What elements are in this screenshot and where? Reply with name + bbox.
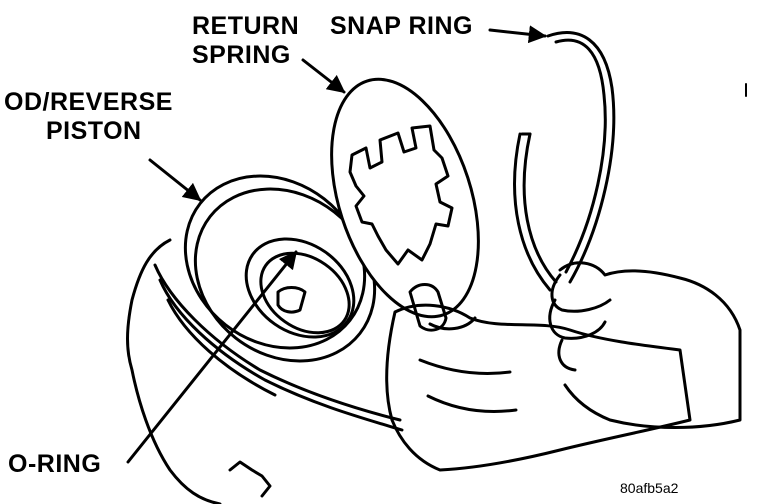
snap-ring-leader bbox=[488, 25, 547, 44]
o-ring-leader bbox=[126, 250, 298, 464]
snap-ring bbox=[513, 31, 616, 292]
snap-ring-label: SNAP RING bbox=[330, 12, 473, 40]
od-reverse-piston-label-line2: PISTON bbox=[46, 117, 142, 145]
hand-right bbox=[548, 261, 742, 429]
return-spring-label-line1: RETURN bbox=[192, 12, 300, 40]
od-reverse-piston-leader bbox=[148, 158, 202, 202]
o-ring-label: O-RING bbox=[8, 450, 102, 478]
return-spring-label: RETURN SPRING bbox=[192, 12, 299, 70]
return-spring-label-line2: SPRING bbox=[192, 41, 291, 69]
od-reverse-piston-label: OD/REVERSE PISTON bbox=[4, 88, 173, 146]
od-reverse-piston-label-line1: OD/REVERSE bbox=[4, 88, 173, 116]
od-reverse-piston bbox=[183, 174, 377, 363]
return-spring bbox=[330, 77, 480, 319]
return-spring-leader bbox=[301, 58, 346, 94]
clutch-retainer bbox=[126, 238, 404, 504]
figure-code: 80afb5a2 bbox=[620, 480, 679, 496]
hand-left bbox=[385, 283, 692, 472]
